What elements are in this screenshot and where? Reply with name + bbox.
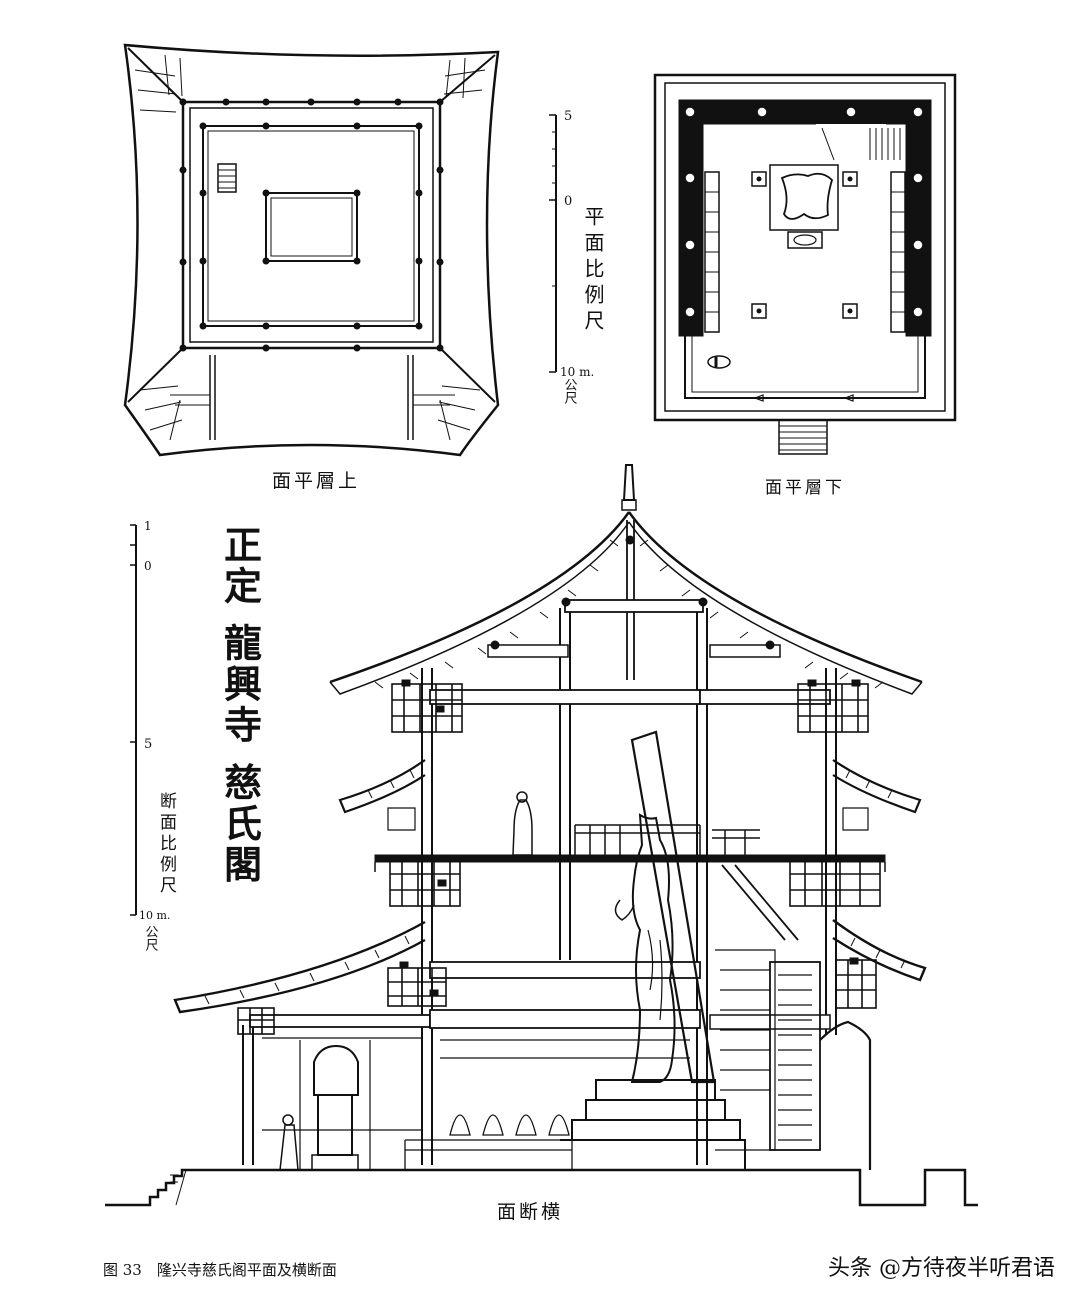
cross-section: 面断横	[105, 464, 978, 1223]
section-scale-tick-5: 5	[144, 737, 152, 752]
section-scale-caption: 断面比例尺	[156, 792, 177, 897]
upper-floor-plan: 面平層上	[123, 43, 500, 492]
lower-floor-plan: 面平層下	[653, 73, 957, 498]
section-scale-tick-0: 0	[144, 559, 152, 573]
section-scale-unit-gongchi: 公尺	[143, 925, 159, 951]
figure-caption: 图 33 隆兴寺慈氏阁平面及横断面	[103, 1261, 337, 1279]
plan-scale-tick-5: 5	[564, 109, 572, 124]
section-scale-bar: 1 0 5 10 m. 断面比例尺 公尺	[130, 519, 177, 951]
lower-plan-label: 面平層下	[765, 478, 845, 498]
plan-scale-unit-m: 10 m.	[560, 365, 594, 379]
section-scale-tick-1: 1	[144, 519, 152, 533]
section-scale-unit-m: 10 m.	[139, 909, 170, 922]
watermark: 头条 @方待夜半听君语	[828, 1256, 1055, 1281]
plan-scale-tick-0: 0	[564, 194, 572, 209]
temple-title: 正定 龍興寺 慈氏閣	[218, 525, 263, 885]
plan-scale-caption: 平面比例尺	[581, 206, 605, 336]
section-label: 面断横	[497, 1201, 563, 1223]
plan-scale-bar: 5 0 10 m. 平面比例尺 公尺	[549, 109, 605, 404]
plan-scale-unit-gongchi: 公尺	[562, 378, 578, 404]
upper-plan-label: 面平層上	[272, 470, 360, 492]
